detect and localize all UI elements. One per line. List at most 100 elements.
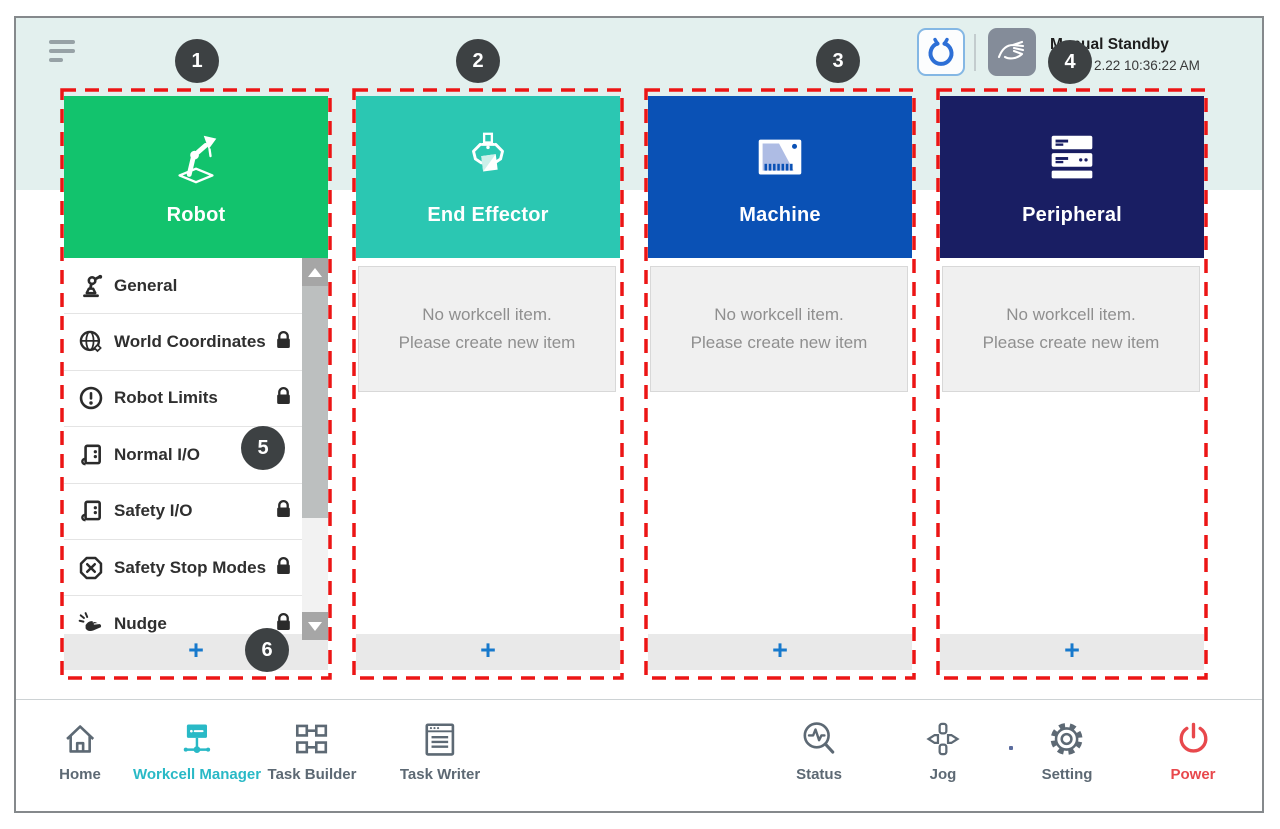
triangle-down-icon <box>308 621 322 631</box>
end-effector-header-icon <box>472 132 504 172</box>
empty-text-line1: No workcell item. <box>422 305 552 324</box>
robot-column-header[interactable]: Robot <box>64 96 328 258</box>
nav-label: Status <box>796 766 842 783</box>
jog-dpad-icon <box>924 716 962 762</box>
machine-column-title: Machine <box>739 203 821 226</box>
plus-icon: + <box>188 635 204 665</box>
annotation-badge-4: 4 <box>1048 40 1092 84</box>
list-item-label: General <box>114 275 178 295</box>
manual-hand-icon <box>997 40 1025 60</box>
workcell-manager-icon <box>178 716 216 762</box>
nav-label: Jog <box>929 766 957 783</box>
peripheral-header-icon <box>1051 135 1093 178</box>
robot-arm-icon <box>76 273 106 299</box>
list-item-safety-stop-modes[interactable]: Safety Stop Modes <box>64 539 328 597</box>
annotation-badge-1: 1 <box>175 39 219 83</box>
robot-item-list: General World Coordinates <box>64 258 328 634</box>
robot-column-title: Robot <box>166 203 226 226</box>
machine-column-header[interactable]: Machine <box>648 96 912 258</box>
nav-jog[interactable]: Jog <box>924 716 962 783</box>
annotation-badge-2: 2 <box>456 39 500 83</box>
machine-header-icon <box>758 139 802 174</box>
empty-text-line2: Please create new item <box>982 333 1160 352</box>
empty-text-line2: Please create new item <box>398 333 576 352</box>
peripheral-column-header[interactable]: Peripheral <box>940 96 1204 258</box>
nav-label: Setting <box>1041 766 1093 783</box>
end-effector-empty-state: No workcell item. Please create new item <box>358 266 616 392</box>
end-effector-column-header[interactable]: End Effector <box>356 96 620 258</box>
lock-icon <box>275 499 292 523</box>
scroll-down-button[interactable] <box>302 612 328 640</box>
list-item-label: Normal I/O <box>114 444 200 464</box>
list-item-normal-io[interactable]: Normal I/O <box>64 427 328 484</box>
lock-icon <box>275 330 292 354</box>
hamburger-icon <box>49 40 75 44</box>
triangle-up-icon <box>308 267 322 277</box>
nav-separator-dot <box>1009 746 1013 750</box>
list-item-safety-io[interactable]: Safety I/O <box>64 483 328 540</box>
nav-task-writer[interactable]: Task Writer <box>400 716 480 783</box>
list-item-nudge[interactable]: Nudge <box>64 596 328 634</box>
robot-limits-icon <box>76 385 106 411</box>
lock-icon <box>275 556 292 580</box>
home-icon <box>61 716 99 762</box>
status-icon <box>800 716 838 762</box>
peripheral-column-title: Peripheral <box>1022 203 1122 226</box>
end-effector-column-title: End Effector <box>427 203 549 226</box>
annotation-badge-6: 6 <box>245 628 289 672</box>
scrollbar-thumb[interactable] <box>302 286 328 518</box>
power-icon <box>1174 716 1212 762</box>
stop-octagon-icon <box>76 555 106 581</box>
task-writer-icon <box>421 716 459 762</box>
machine-empty-state: No workcell item. Please create new item <box>650 266 908 392</box>
empty-text-line1: No workcell item. <box>714 305 844 324</box>
status-timestamp: 2.22 10:36:22 AM <box>1094 58 1200 73</box>
scrollbar-track[interactable] <box>302 518 328 612</box>
bottom-nav-divider <box>16 699 1262 700</box>
lock-icon <box>275 386 292 410</box>
scroll-up-button[interactable] <box>302 258 328 286</box>
nav-setting[interactable]: Setting <box>1041 716 1093 783</box>
list-item-label: Safety I/O <box>114 501 193 521</box>
annotation-badge-3: 3 <box>816 39 860 83</box>
list-item-label: World Coordinates <box>114 332 266 352</box>
nav-workcell-manager[interactable]: Workcell Manager <box>133 716 261 783</box>
annotation-badge-5: 5 <box>241 426 285 470</box>
nav-home[interactable]: Home <box>59 716 101 783</box>
list-item-label: Safety Stop Modes <box>114 557 267 577</box>
nav-label: Workcell Manager <box>132 766 262 783</box>
nav-label: Task Writer <box>399 766 481 783</box>
hand-mode-button[interactable] <box>988 28 1036 76</box>
nav-status[interactable]: Status <box>796 716 842 783</box>
list-item-label: Nudge <box>114 614 167 634</box>
nav-task-builder[interactable]: Task Builder <box>267 716 357 783</box>
task-builder-icon <box>293 716 331 762</box>
world-coordinates-icon <box>76 329 106 355</box>
robot-mode-button[interactable] <box>917 28 965 76</box>
plus-icon: + <box>1064 635 1080 665</box>
list-item-robot-limits[interactable]: Robot Limits <box>64 370 328 428</box>
nav-label: Home <box>59 766 101 783</box>
empty-text-line2: Please create new item <box>690 333 868 352</box>
nav-label: Power <box>1170 766 1216 783</box>
topbar-divider <box>974 34 976 71</box>
gripper-robot-icon <box>928 37 954 66</box>
list-item-general[interactable]: General <box>64 258 328 315</box>
plus-icon: + <box>480 635 496 665</box>
add-machine-item-button[interactable]: + <box>648 634 912 670</box>
empty-text-line1: No workcell item. <box>1006 305 1136 324</box>
hamburger-menu-button[interactable] <box>47 38 77 64</box>
nav-power[interactable]: Power <box>1170 716 1216 783</box>
list-item-world-coordinates[interactable]: World Coordinates <box>64 314 328 371</box>
robot-list-scrollbar[interactable] <box>302 258 328 640</box>
add-end-effector-item-button[interactable]: + <box>356 634 620 670</box>
add-peripheral-item-button[interactable]: + <box>940 634 1204 670</box>
io-board-icon <box>76 442 106 468</box>
io-board-icon <box>76 498 106 524</box>
nudge-hand-icon <box>76 611 106 634</box>
peripheral-empty-state: No workcell item. Please create new item <box>942 266 1200 392</box>
nav-label: Task Builder <box>267 766 357 783</box>
list-item-label: Robot Limits <box>114 388 218 408</box>
robot-header-icon <box>178 135 217 183</box>
setting-gear-icon <box>1048 716 1086 762</box>
